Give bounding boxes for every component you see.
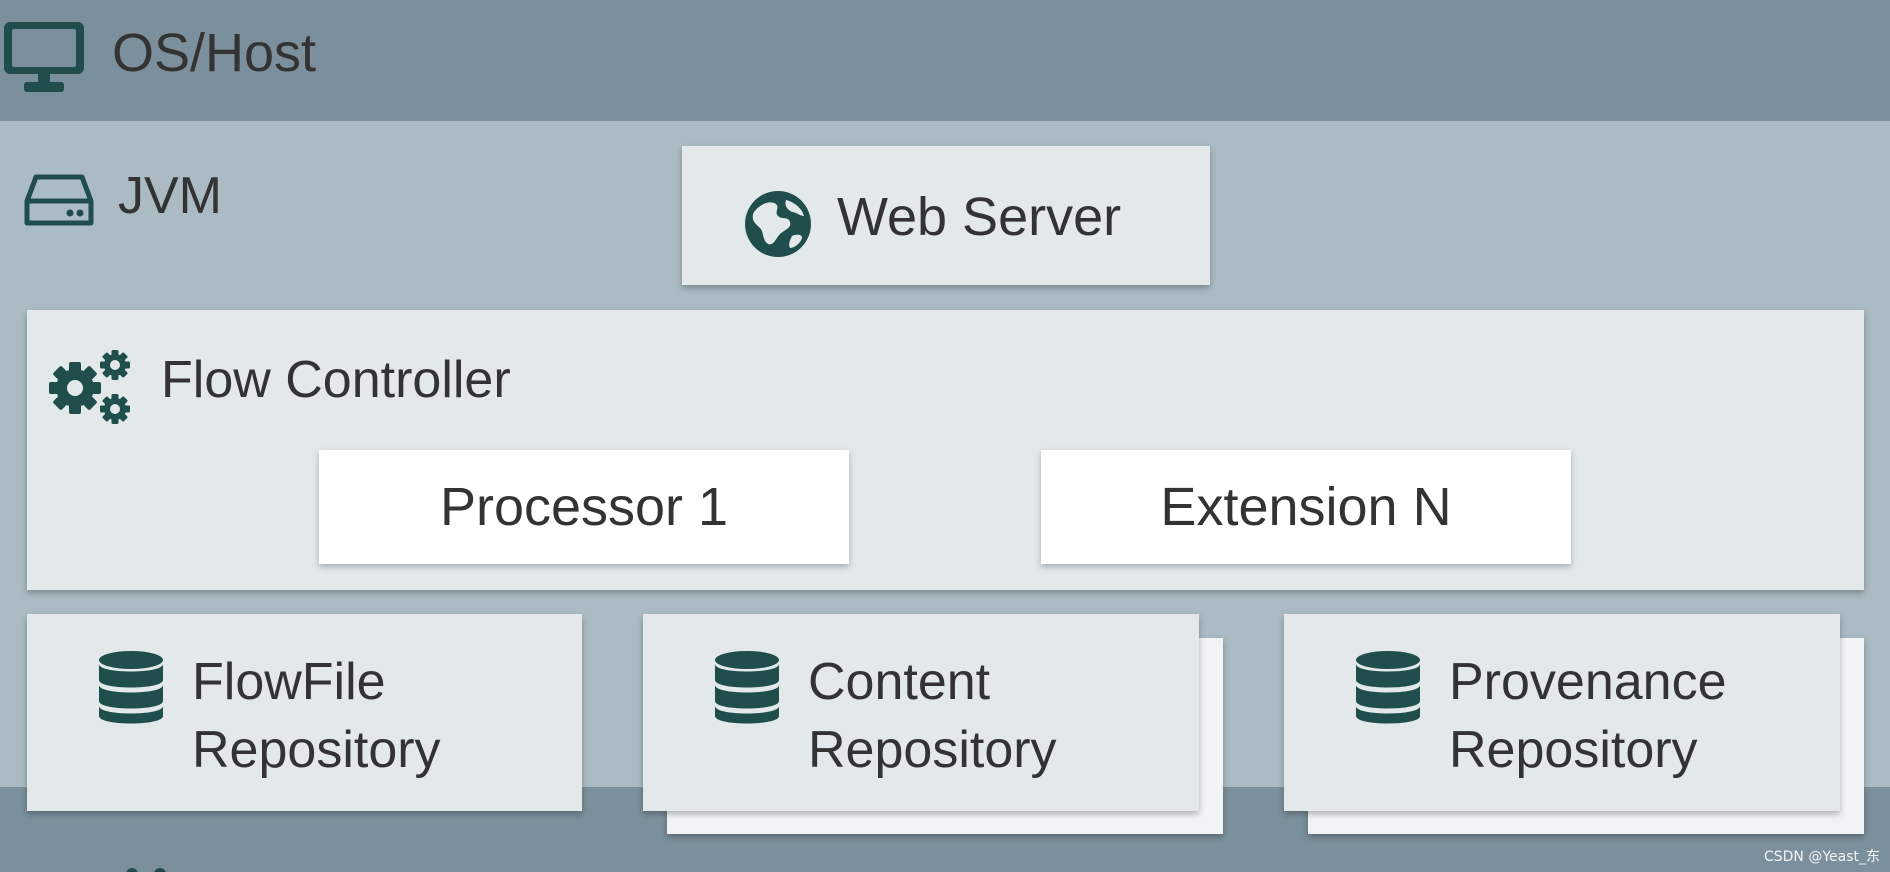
database-icon [715,651,779,724]
provenance-repository-label: Provenance Repository [1449,648,1727,784]
processor-box: Processor 1 [319,450,849,564]
web-server-box: Web Server [682,146,1210,285]
extension-box: Extension N [1041,450,1571,564]
processor-label: Processor 1 [439,477,729,537]
os-host-title: OS/Host [112,23,317,83]
jvm-title: JVM [118,167,222,225]
watermark: CSDN @Yeast_东 [1763,849,1880,865]
database-icon [1356,651,1420,724]
monitor-icon [4,22,84,92]
flow-controller-box: Flow Controller Processor 1 Extension N [27,310,1864,590]
database-icon [99,651,163,724]
extension-label: Extension N [1160,477,1452,537]
repository-label-line1: FlowFile [192,653,386,711]
repository-label-line1: Content [808,653,991,711]
repository-label-line2: Repository [808,721,1057,779]
provenance-repository-box: Provenance Repository [1284,614,1840,811]
gears-icon [49,350,130,424]
flow-controller-label: Flow Controller [161,351,511,409]
repository-label-line2: Repository [1449,721,1698,779]
repository-label-line1: Provenance [1449,653,1727,711]
partial-icon [126,868,166,872]
flowfile-repository-box: FlowFile Repository [27,614,582,811]
flowfile-repository-label: FlowFile Repository [192,648,441,784]
repository-label-line2: Repository [192,721,441,779]
web-server-label: Web Server [837,187,1122,247]
content-repository-box: Content Repository [643,614,1199,811]
globe-icon [745,191,811,257]
content-repository-label: Content Repository [808,648,1057,784]
hard-drive-icon [24,174,94,226]
